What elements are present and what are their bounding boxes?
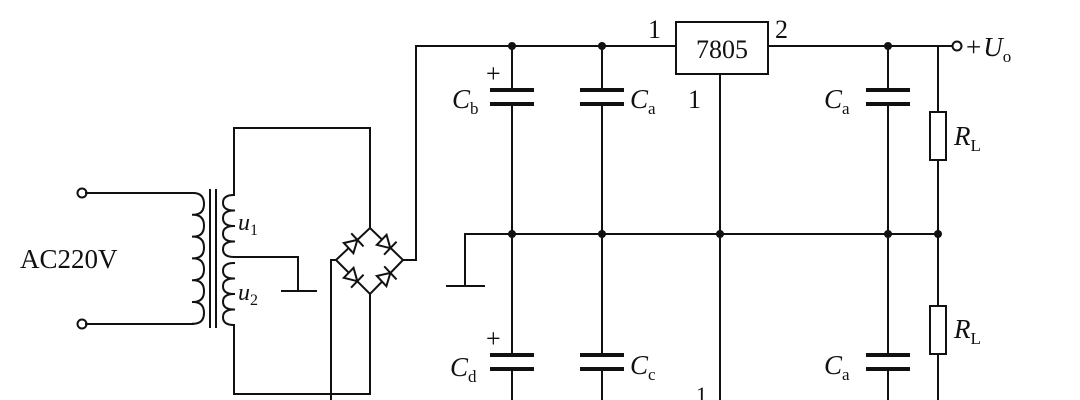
capacitor-ca-top-middle — [580, 42, 624, 235]
winding-u1-label: u1 — [238, 210, 258, 239]
ca-bottom-right-label: Ca — [824, 350, 850, 384]
ground-bus — [446, 230, 942, 287]
regulator-label: 7805 — [696, 35, 748, 64]
regulator-pin-in: 1 — [648, 15, 661, 44]
capacitor-ca-top-right — [866, 42, 910, 235]
capacitor-cc — [580, 233, 624, 400]
secondary-wiring — [233, 127, 371, 400]
resistor-rl-top — [929, 45, 947, 235]
capacitor-cb — [490, 42, 534, 235]
regulator-7805: 7805 — [675, 21, 769, 400]
cb-label: Cb — [452, 84, 479, 118]
regulator-pin-gnd: 1 — [688, 85, 701, 114]
regulator-pin-out: 2 — [775, 15, 788, 44]
capacitor-cd — [490, 233, 534, 400]
transformer — [191, 189, 236, 328]
rl-bottom-label: RL — [953, 314, 981, 348]
output-terminal[interactable] — [951, 40, 963, 52]
ca-top-right-label: Ca — [824, 84, 850, 118]
resistor-rl-bottom — [929, 233, 947, 400]
bridge-rectifier — [334, 45, 677, 296]
input-terminals — [76, 187, 194, 330]
ca-top-middle-label: Ca — [630, 84, 656, 118]
rl-top-label: RL — [953, 121, 981, 155]
winding-u2-label: u2 — [238, 280, 258, 309]
output-label: +Uo — [966, 32, 1011, 66]
cb-polarity: + — [486, 59, 501, 88]
cc-label: Cc — [630, 350, 656, 384]
regulator-pin-gnd-lower: 1 — [696, 382, 707, 400]
cd-label: Cd — [450, 352, 477, 386]
capacitor-ca-bottom-right — [866, 233, 910, 400]
cd-polarity: + — [486, 324, 501, 353]
source-label: AC220V — [20, 244, 118, 274]
